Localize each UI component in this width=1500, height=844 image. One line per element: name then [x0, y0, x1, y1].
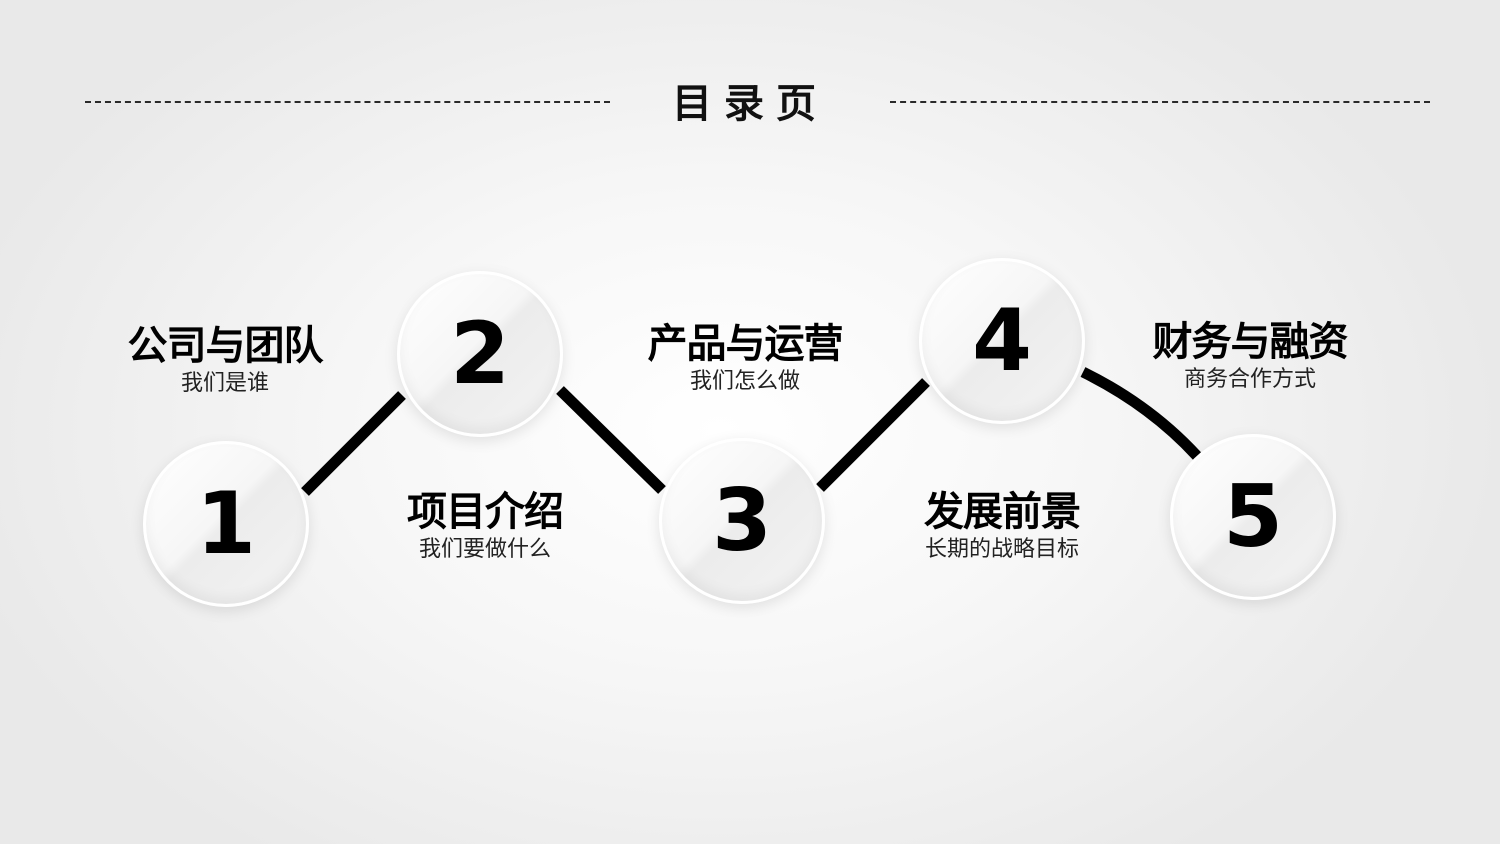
step-number-1: 1	[196, 474, 256, 574]
step-circle-3[interactable]: 3	[659, 438, 825, 604]
step-circle-4[interactable]: 4	[919, 258, 1085, 424]
step-subtitle-4: 长期的战略目标	[924, 537, 1079, 562]
step-label-5: 财务与融资 商务合作方式	[1120, 318, 1380, 394]
step-label-2: 项目介绍 我们要做什么	[355, 488, 615, 564]
step-heading-4: 发展前景	[924, 489, 1081, 535]
title-dash-right	[890, 101, 1430, 103]
step-heading-5: 财务与融资	[1152, 319, 1349, 365]
page-title: 目录页	[672, 81, 828, 127]
step-heading-3: 产品与运营	[647, 321, 844, 367]
step-number-3: 3	[712, 471, 772, 571]
step-label-3: 产品与运营 我们怎么做	[615, 320, 875, 396]
step-label-4: 发展前景 长期的战略目标	[872, 488, 1132, 564]
step-heading-2: 项目介绍	[407, 489, 564, 535]
step-circle-5[interactable]: 5	[1170, 434, 1336, 600]
step-number-2: 2	[450, 304, 510, 404]
step-subtitle-3: 我们怎么做	[689, 369, 800, 394]
title-row: 目录页	[0, 0, 1500, 160]
step-subtitle-2: 我们要做什么	[418, 537, 551, 562]
step-number-5: 5	[1223, 467, 1283, 567]
step-subtitle-1: 我们是谁	[180, 371, 269, 396]
step-heading-1: 公司与团队	[127, 323, 324, 369]
connector-4-5	[1080, 367, 1202, 460]
step-label-1: 公司与团队 我们是谁	[95, 322, 355, 398]
connector-3-4	[816, 378, 930, 492]
step-number-4: 4	[972, 291, 1032, 391]
step-subtitle-5: 商务合作方式	[1183, 367, 1316, 392]
connector-1-2	[301, 391, 406, 496]
connector-2-3	[556, 386, 666, 494]
step-circle-2[interactable]: 2	[397, 271, 563, 437]
step-circle-1[interactable]: 1	[143, 441, 309, 607]
title-dash-left	[85, 101, 610, 103]
